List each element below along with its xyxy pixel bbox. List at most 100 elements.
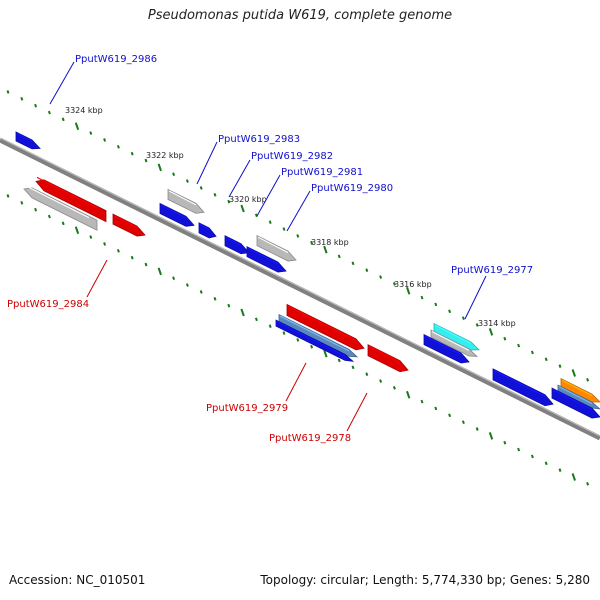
tick-outer-minor (130, 151, 134, 156)
tick-inner-minor (461, 420, 465, 424)
tick-inner-minor (185, 283, 189, 287)
tick-inner-minor (89, 235, 93, 239)
tick-inner-minor (337, 358, 341, 363)
gene-2984-shadow[interactable] (23, 187, 98, 231)
gene-orange-arrow-highlight (561, 379, 593, 397)
tick-inner-minor (530, 454, 534, 459)
tick-outer-minor (379, 275, 383, 279)
tick-inner-minor (392, 386, 396, 390)
tick-outer-minor (296, 234, 300, 238)
tick-inner-minor (517, 447, 521, 452)
gene-label-2981[interactable]: PputW619_2981 (281, 167, 363, 178)
gene-2979-steel-highlight (279, 315, 350, 352)
tick-outer-minor (268, 220, 272, 225)
tick-inner-minor (130, 255, 134, 260)
gene-label-2977[interactable]: PputW619_2977 (451, 265, 533, 276)
tick-inner-minor (144, 262, 148, 267)
leader-line-2978 (346, 392, 368, 432)
gene-label-2984[interactable]: PputW619_2984 (7, 299, 89, 310)
scale-label-3314: 3314 kbp (478, 319, 516, 328)
scale-ticks-inner (6, 194, 590, 486)
tick-inner-minor (379, 379, 383, 383)
tick-inner-minor (434, 406, 438, 411)
tick-inner-minor (544, 461, 548, 466)
gene-2981-arrow-highlight (257, 236, 289, 254)
tick-outer-minor (34, 103, 38, 108)
tick-inner-minor (20, 200, 24, 205)
tick-outer-major (240, 204, 245, 213)
gene-2979-blue-highlight (276, 321, 346, 357)
tick-inner-minor (448, 413, 452, 418)
gene-2984-arrow[interactable] (35, 179, 107, 223)
tick-outer-minor (517, 343, 521, 348)
tick-outer-minor (544, 357, 548, 362)
tick-inner-minor (213, 296, 217, 301)
gene-label-2979[interactable]: PputW619_2979 (206, 403, 288, 414)
tick-outer-minor (586, 378, 590, 382)
map-title: Pseudomonas putida W619, complete genome (147, 8, 453, 23)
tick-inner-minor (61, 221, 65, 226)
leader-line-2986 (49, 61, 75, 105)
tick-inner-major (74, 226, 80, 235)
gene-label-2978[interactable]: PputW619_2978 (269, 433, 351, 444)
gene-2984-shadow-highlight (24, 184, 90, 219)
gene-label-2982[interactable]: PputW619_2982 (251, 151, 333, 162)
tick-inner-minor (558, 468, 562, 472)
gene-2978-arrow-highlight (368, 345, 401, 363)
tick-outer-major (323, 245, 328, 254)
tick-outer-major (488, 328, 494, 336)
gene-blue-d-arrow-highlight (493, 369, 546, 397)
scale-ticks-outer (6, 90, 590, 382)
tick-outer-minor (420, 295, 424, 300)
tick-outer-minor (558, 364, 562, 368)
tick-outer-minor (199, 186, 203, 190)
tick-outer-minor (475, 323, 479, 327)
tick-inner-minor (172, 276, 176, 281)
tick-inner-major (157, 267, 162, 276)
gene-2982-arrow-highlight (225, 236, 242, 246)
leader-line-2983 (196, 141, 218, 185)
tick-outer-major (571, 369, 576, 377)
tick-outer-minor (282, 227, 286, 231)
tick-outer-minor (20, 96, 24, 101)
gene-label-2983[interactable]: PputW619_2983 (218, 134, 300, 145)
tick-outer-minor (434, 302, 438, 307)
gene-2977-arrow-highlight (434, 324, 472, 344)
tick-outer-minor (6, 90, 10, 94)
gene-label-2986[interactable]: PputW619_2986 (75, 54, 157, 65)
tick-inner-minor (365, 372, 369, 377)
tick-inner-major (240, 308, 245, 317)
tick-outer-minor (461, 316, 465, 320)
tick-outer-minor (103, 138, 107, 142)
gene-2980-arrow-highlight (247, 247, 279, 265)
tick-outer-minor (213, 192, 217, 197)
tick-outer-minor (144, 158, 148, 163)
tick-inner-minor (6, 194, 10, 198)
tick-inner-major (571, 473, 576, 481)
tick-inner-minor (227, 303, 231, 308)
gene-2986-arrow-highlight (16, 132, 33, 142)
gene-label-2980[interactable]: PputW619_2980 (311, 183, 393, 194)
gene-red-small-arrow-highlight (113, 215, 138, 229)
tick-outer-major (157, 163, 162, 172)
tick-outer-minor (61, 117, 65, 122)
gene-blue-a-arrow-highlight (160, 204, 187, 219)
tick-inner-minor (586, 482, 590, 486)
gene-features (15, 131, 600, 419)
gene-blue-b-arrow-highlight (199, 223, 210, 230)
tick-outer-minor (530, 350, 534, 355)
gene-2979-arrow-highlight (287, 305, 357, 341)
tick-inner-minor (34, 207, 38, 212)
scale-label-3318: 3318 kbp (311, 238, 349, 247)
scale-label-3320: 3320 kbp (229, 195, 267, 204)
scale-label-3316: 3316 kbp (394, 280, 432, 289)
tick-inner-minor (116, 248, 120, 253)
tick-inner-minor (310, 344, 314, 349)
tick-inner-minor (268, 324, 272, 329)
tick-outer-minor (503, 336, 507, 341)
genome-backbone (0, 137, 600, 441)
scale-label-3322: 3322 kbp (146, 151, 184, 160)
tick-outer-minor (392, 282, 396, 286)
gene-2983-arrow-highlight (168, 190, 197, 206)
tick-inner-minor (282, 331, 286, 335)
